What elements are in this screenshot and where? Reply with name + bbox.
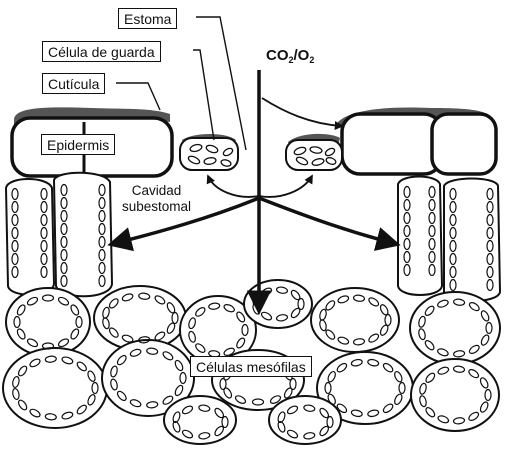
mesophyll-cell: [164, 396, 236, 444]
label-cavidad-subestomal: Cavidad subestomal: [122, 183, 191, 215]
palisade-layer: [6, 173, 500, 301]
gas-o-sub: 2: [309, 55, 314, 65]
arrow-curve-right: [259, 176, 312, 197]
arrow-right: [259, 198, 396, 244]
epidermis-cell-right-2: [432, 114, 496, 174]
label-gas-exchange: CO2/O2: [266, 48, 314, 65]
label-estoma: Estoma: [118, 8, 177, 29]
leader-cuticula: [116, 83, 160, 110]
label-celulas-mesofilas: Células mesófilas: [190, 356, 312, 377]
leader-celula-guarda: [193, 50, 214, 140]
leader-estoma: [196, 17, 246, 150]
label-epidermis: Epidermis: [41, 134, 115, 155]
label-subestomal: subestomal: [122, 199, 191, 215]
mesophyll-cell: [6, 288, 90, 356]
gas-co: CO: [266, 47, 289, 64]
arrow-exit: [262, 98, 342, 126]
palisade-cell: [444, 179, 500, 302]
label-cavidad: Cavidad: [122, 183, 191, 199]
label-cuticula: Cutícula: [42, 73, 105, 94]
gas-o: /O: [294, 47, 310, 64]
mesophyll-cell: [311, 288, 399, 352]
arrow-curve-left: [208, 176, 259, 197]
mesophyll-cell: [411, 359, 499, 431]
epidermis-cell-right-1: [342, 114, 442, 174]
label-celula-guarda: Célula de guarda: [42, 41, 161, 62]
guard-cells: [180, 138, 342, 170]
